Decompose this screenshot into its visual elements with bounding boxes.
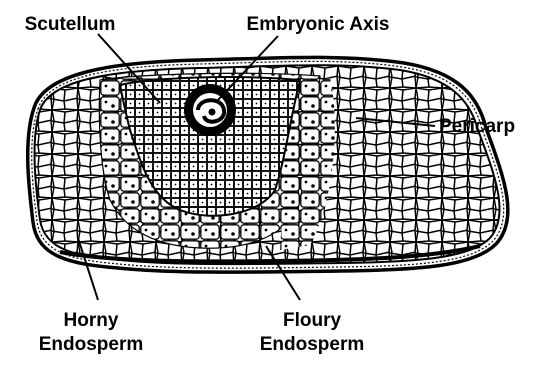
floury-endosperm-label-line1: Floury — [283, 310, 341, 331]
horny-endosperm-label-line1: Horny — [64, 310, 119, 331]
horny-endosperm-label-line2: Endosperm — [39, 334, 144, 355]
embryonic-axis-shape — [184, 84, 236, 136]
scutellum-label: Scutellum — [25, 14, 116, 35]
embryonic-axis-label: Embryonic Axis — [247, 14, 390, 35]
floury-endosperm-label-line2: Endosperm — [260, 334, 365, 355]
pericarp-label: Pericarp — [439, 116, 515, 137]
